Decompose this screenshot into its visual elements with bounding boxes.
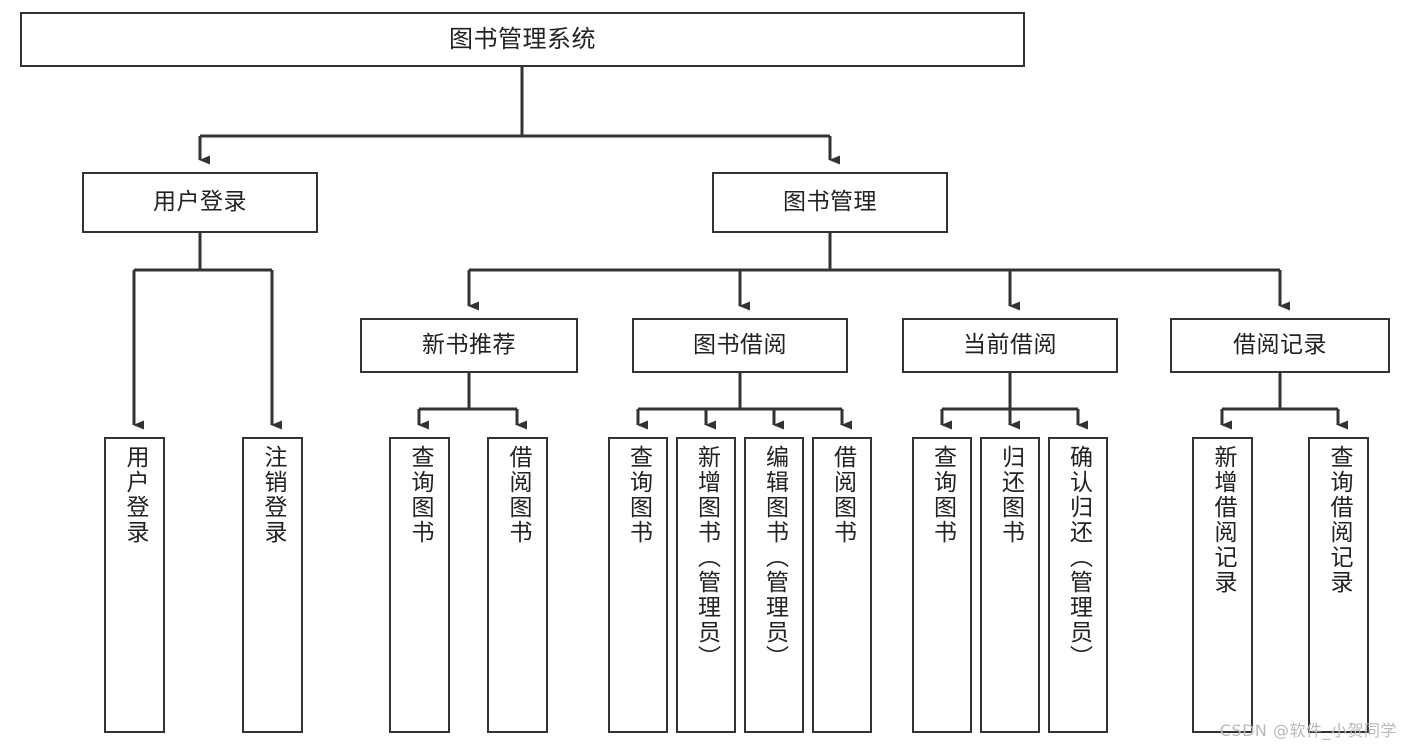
node-leaf-add-record-label: 新增借阅记录: [1210, 445, 1236, 595]
node-leaf-query-record-label: 查询借阅记录: [1326, 445, 1352, 595]
node-leaf-query-book-2[interactable]: 查询图书: [608, 437, 668, 733]
node-leaf-query-record[interactable]: 查询借阅记录: [1308, 437, 1369, 733]
node-leaf-borrow-book-1[interactable]: 借阅图书: [487, 437, 548, 733]
node-new-book-rec[interactable]: 新书推荐: [360, 318, 578, 373]
node-leaf-query-book-3-label: 查询图书: [929, 445, 956, 545]
node-leaf-query-book-3[interactable]: 查询图书: [912, 437, 972, 733]
node-leaf-query-book-1[interactable]: 查询图书: [389, 437, 450, 733]
node-leaf-borrow-book-1-label: 借阅图书: [505, 445, 531, 545]
node-book-manage[interactable]: 图书管理: [712, 172, 948, 233]
node-user-login-label: 用户登录: [153, 188, 247, 215]
node-leaf-add-book[interactable]: 新增图书（管理员）: [676, 437, 736, 733]
node-leaf-add-book-label: 新增图书（管理员）: [693, 445, 720, 670]
node-leaf-edit-book-label: 编辑图书（管理员）: [761, 445, 788, 670]
node-leaf-return-book[interactable]: 归还图书: [980, 437, 1040, 733]
node-leaf-confirm-return-label: 确认归还（管理员）: [1065, 445, 1092, 670]
node-leaf-user-logout-label: 注销登录: [260, 445, 286, 545]
node-leaf-query-book-2-label: 查询图书: [625, 445, 652, 545]
node-book-borrow-label: 图书借阅: [693, 331, 787, 358]
node-leaf-borrow-book-2-label: 借阅图书: [829, 445, 856, 545]
node-leaf-user-login-label: 用户登录: [122, 445, 148, 545]
node-borrow-record[interactable]: 借阅记录: [1170, 318, 1390, 373]
node-leaf-borrow-book-2[interactable]: 借阅图书: [812, 437, 872, 733]
node-current-borrow-label: 当前借阅: [963, 331, 1057, 358]
node-leaf-query-book-1-label: 查询图书: [407, 445, 433, 545]
node-root[interactable]: 图书管理系统: [20, 12, 1025, 67]
node-user-login[interactable]: 用户登录: [82, 172, 318, 233]
node-book-borrow[interactable]: 图书借阅: [632, 318, 848, 373]
node-new-book-rec-label: 新书推荐: [422, 331, 516, 358]
node-leaf-add-record[interactable]: 新增借阅记录: [1192, 437, 1253, 733]
node-root-label: 图书管理系统: [449, 25, 596, 54]
node-leaf-user-logout[interactable]: 注销登录: [242, 437, 303, 733]
watermark: CSDN @软件_小贺同学: [1219, 721, 1397, 740]
node-leaf-user-login[interactable]: 用户登录: [104, 437, 165, 733]
node-borrow-record-label: 借阅记录: [1233, 331, 1327, 358]
node-leaf-edit-book[interactable]: 编辑图书（管理员）: [744, 437, 804, 733]
node-current-borrow[interactable]: 当前借阅: [902, 318, 1118, 373]
node-leaf-return-book-label: 归还图书: [997, 445, 1024, 545]
node-book-manage-label: 图书管理: [783, 188, 877, 215]
node-leaf-confirm-return[interactable]: 确认归还（管理员）: [1048, 437, 1108, 733]
